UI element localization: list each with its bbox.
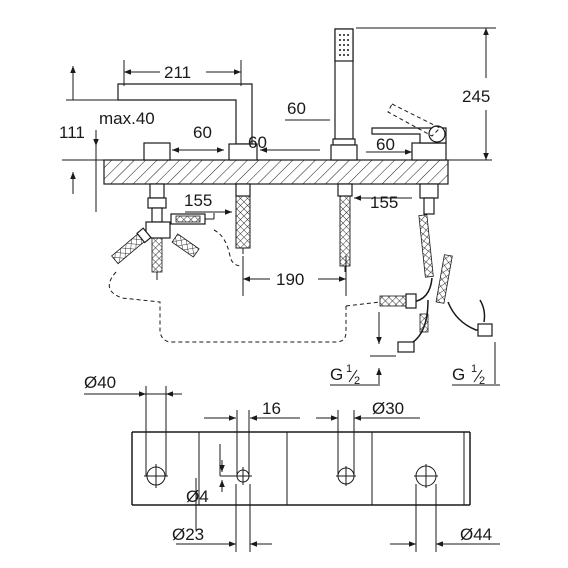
- spout-body: [117, 83, 258, 254]
- mixer-lever: [371, 103, 493, 353]
- dimension-60-d: 60: [376, 135, 395, 154]
- deck-cutout-plan: Ø40 16 Ø30 Ø4 Ø23 Ø44: [84, 373, 500, 552]
- connection-g-half-left: G 1 2: [330, 363, 360, 387]
- handshower-body: [330, 28, 358, 272]
- connection-g-half-right: G 1 2: [452, 363, 485, 387]
- svg-text:2: 2: [479, 375, 485, 387]
- dimension-dia-30: Ø30: [372, 399, 404, 418]
- dimension-155-right: 155: [370, 193, 398, 212]
- left-valve: [111, 142, 215, 280]
- dimension-245: 245: [462, 87, 490, 106]
- svg-text:G: G: [330, 365, 343, 384]
- dimension-155-left: 155: [184, 191, 212, 210]
- dimension-dia-40: Ø40: [84, 373, 116, 392]
- dimension-60-a: 60: [193, 123, 212, 142]
- dimension-dia-4: Ø4: [186, 487, 209, 506]
- svg-text:G: G: [452, 365, 465, 384]
- svg-text:2: 2: [354, 375, 360, 387]
- hose-routing: [108, 271, 347, 343]
- dimension-dia-44: Ø44: [460, 525, 492, 544]
- svg-text:1: 1: [346, 363, 352, 375]
- dimension-60-c: 60: [287, 99, 306, 118]
- dimension-190: 190: [276, 270, 304, 289]
- dimension-111: 111: [59, 123, 85, 142]
- deck-section: [103, 159, 449, 185]
- dimension-dia-23: Ø23: [172, 525, 204, 544]
- dimension-211: 211: [164, 63, 191, 82]
- svg-text:1: 1: [471, 363, 477, 375]
- side-elevation: 211 245 111 max.40 60 60 60 60 155 155: [59, 27, 500, 387]
- dimension-60-b: 60: [248, 133, 267, 152]
- dimension-max40: max.40: [99, 109, 155, 128]
- dimension-16: 16: [262, 399, 281, 418]
- right-hose-1: [379, 214, 493, 353]
